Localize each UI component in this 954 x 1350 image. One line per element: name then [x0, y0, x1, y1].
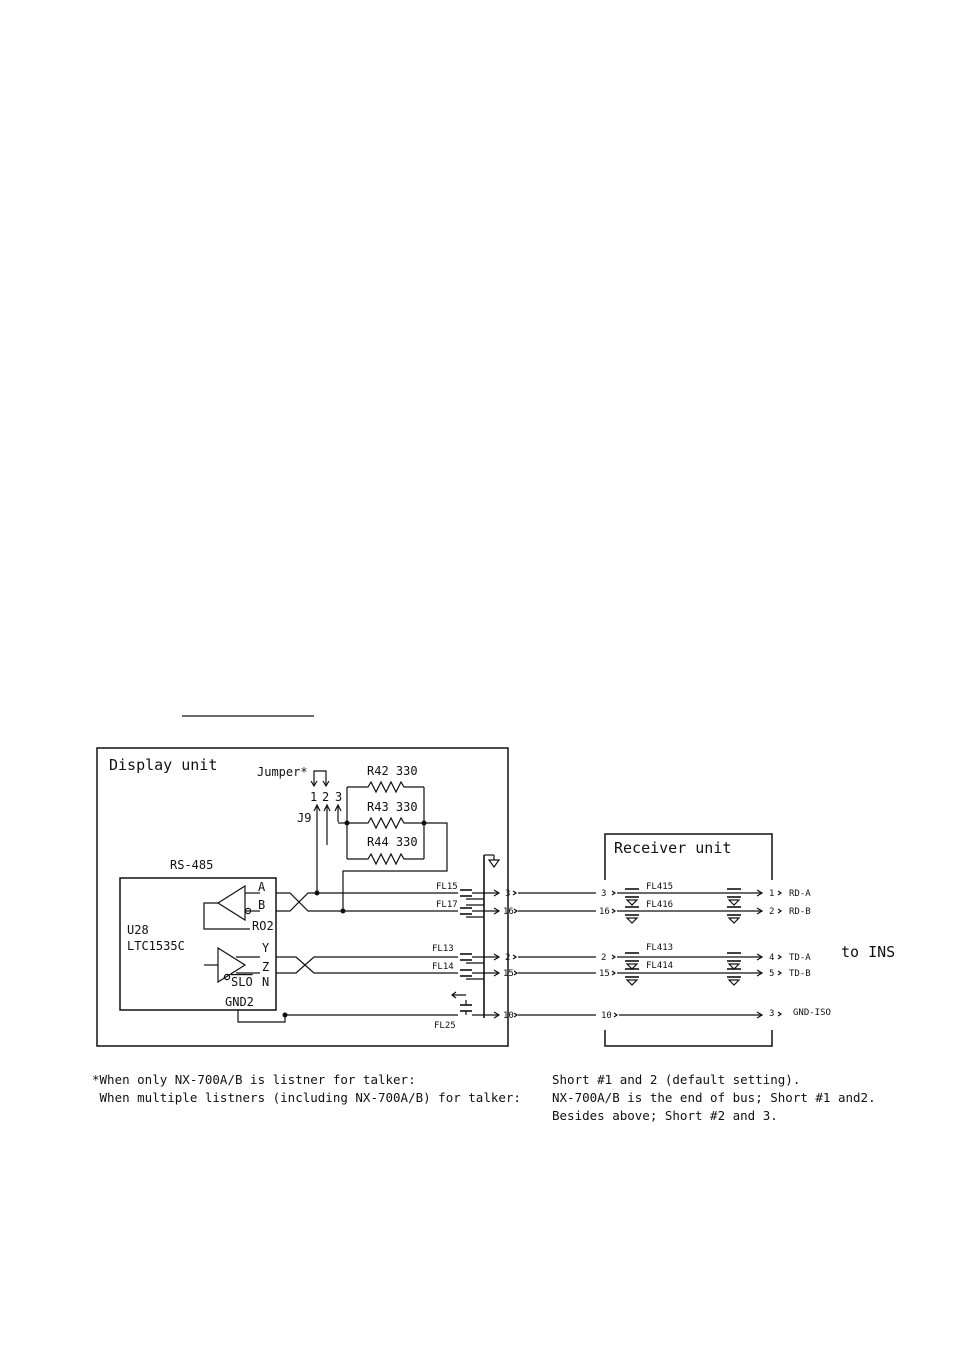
resistor-r43-label: R43 330	[367, 800, 418, 814]
display-unit-frame	[96, 747, 509, 1047]
to-ins-label: to INS	[841, 943, 895, 961]
receiver-unit-label: Receiver unit	[614, 839, 731, 857]
footnote-right-1: Short #1 and 2 (default setting).	[552, 1072, 800, 1087]
recv-out-pin-4: 4	[769, 953, 774, 963]
filter-fl13: FL13	[432, 944, 454, 954]
conn-pin-2: 2	[505, 953, 510, 963]
conn-pin-3: 3	[505, 889, 510, 899]
recv-in-pin-3: 3	[601, 889, 606, 899]
recv-in-pin-10: 10	[601, 1011, 612, 1021]
signal-td-a: TD-A	[789, 953, 811, 963]
jumper-label: Jumper*	[257, 765, 308, 779]
jumper-pin-3: 3	[335, 790, 342, 804]
ic-ref: U28	[127, 923, 149, 937]
jumper-j9: Jumper* 1 2 3 J9	[257, 765, 342, 893]
signal-rd-b: RD-B	[789, 907, 811, 917]
filter-fl415: FL415	[646, 882, 673, 892]
resistor-r42	[347, 780, 424, 794]
receiver-unit: Receiver unit 3 16 2 15 10 FL415 FL416 F…	[599, 833, 831, 1047]
footnotes: *When only NX-700A/B is listner for talk…	[92, 1072, 876, 1123]
receiver-unit-frame	[604, 833, 773, 880]
filter-fl413: FL413	[646, 943, 673, 953]
pin-z: Z	[262, 960, 269, 974]
receiver-buffer	[216, 884, 246, 922]
recv-out-pin-3: 3	[769, 1009, 774, 1019]
signal-td-b: TD-B	[789, 969, 811, 979]
ground-icon	[487, 859, 501, 869]
pin-y: Y	[262, 941, 270, 955]
filter-fl416: FL416	[646, 900, 673, 910]
recv-in-pin-15: 15	[599, 969, 610, 979]
footnote-left-2: When multiple listners (including NX-700…	[92, 1090, 521, 1105]
signal-gnd-iso: GND-ISO	[793, 1008, 831, 1018]
recv-out-pin-5: 5	[769, 969, 774, 979]
display-unit: Display unit	[96, 747, 509, 1047]
rs485-label: RS-485	[170, 858, 213, 872]
ic-u28: RS-485 U28 LTC1535C A B RO2 Y Z SLO N GN…	[119, 858, 286, 1023]
pin-slo: SLO	[231, 975, 253, 989]
filter-fl17: FL17	[436, 900, 458, 910]
pin-a: A	[258, 880, 266, 894]
resistor-r44-label: R44 330	[367, 835, 418, 849]
resistor-network: R42 330 R43 330 R44 330	[338, 764, 448, 911]
recv-out-pin-2: 2	[769, 907, 774, 917]
pin-ro2: RO2	[252, 919, 274, 933]
footnote-right-3: Besides above; Short #2 and 3.	[552, 1108, 778, 1123]
signal-rd-a: RD-A	[789, 889, 811, 899]
resistor-r44	[347, 852, 424, 866]
display-unit-label: Display unit	[109, 756, 217, 774]
recv-out-pin-1: 1	[769, 889, 774, 899]
resistor-r43	[347, 816, 424, 830]
pin-gnd2: GND2	[225, 995, 254, 1009]
footnote-left-1: *When only NX-700A/B is listner for talk…	[92, 1072, 416, 1087]
display-filters: FL15 FL17 FL13 FL14 FL25	[432, 854, 519, 1031]
ic-part: LTC1535C	[127, 939, 185, 953]
signal-wiring	[276, 890, 458, 1018]
jumper-ref: J9	[297, 811, 311, 825]
conn-pin-15: 15	[503, 969, 514, 979]
jumper-pin-2: 2	[322, 790, 329, 804]
footnote-right-2: NX-700A/B is the end of bus; Short #1 an…	[552, 1090, 876, 1105]
filter-fl14: FL14	[432, 962, 454, 972]
pin-b: B	[258, 898, 265, 912]
recv-in-pin-2: 2	[601, 953, 606, 963]
filter-fl25: FL25	[434, 1021, 456, 1031]
pin-n: N	[262, 975, 269, 989]
filter-fl414: FL414	[646, 961, 673, 971]
filter-fl15: FL15	[436, 882, 458, 892]
recv-in-pin-16: 16	[599, 907, 610, 917]
conn-pin-16: 16	[503, 907, 514, 917]
ic-u28-body	[119, 877, 277, 1011]
conn-pin-10: 10	[503, 1011, 514, 1021]
jumper-pin-1: 1	[310, 790, 317, 804]
cable	[518, 892, 596, 1016]
resistor-r42-label: R42 330	[367, 764, 418, 778]
